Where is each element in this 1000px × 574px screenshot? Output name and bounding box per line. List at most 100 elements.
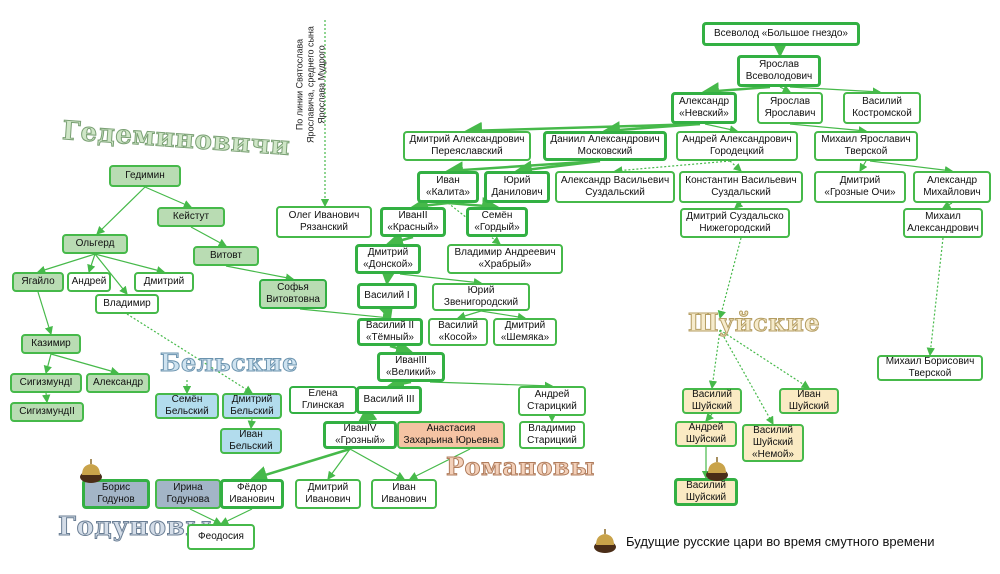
node-yury-danilovich[interactable]: Юрий Данилович [484, 171, 550, 203]
node-vsevolod[interactable]: Всеволод «Большое гнездо» [702, 22, 860, 46]
node-sigismund-1[interactable]: СигизмундI [10, 373, 82, 393]
node-semen-belsky[interactable]: Семён Бельский [155, 393, 219, 419]
node-ivan-2[interactable]: ИванII «Красный» [380, 207, 446, 237]
connector-arrow [447, 197, 500, 215]
connector-arrow [705, 412, 714, 422]
node-ivan-4-grozny[interactable]: ИванIV «Грозный» [323, 421, 397, 449]
connector-arrow [779, 85, 792, 93]
node-alexander-nevsky[interactable]: Александр «Невский» [671, 92, 737, 124]
connector-arrow [789, 86, 882, 96]
node-yaroslav-yaroslavich[interactable]: Ярослав Ярославич [757, 92, 823, 124]
connector-arrow [327, 448, 351, 480]
node-vladimir-staritsky[interactable]: Владимир Старицкий [519, 421, 585, 449]
node-vitovt[interactable]: Витовт [193, 246, 259, 266]
node-vladimir-olgerdovich[interactable]: Владимир [95, 294, 159, 314]
crown-icon [594, 529, 616, 553]
node-sigismund-2[interactable]: СигизмундII [10, 402, 84, 422]
connector-arrow [704, 123, 739, 134]
node-irina-godunova[interactable]: Ирина Годунова [155, 479, 221, 509]
node-alexander-kazimirovich[interactable]: Александр [86, 373, 150, 393]
node-daniil-moskovsky[interactable]: Даниил Александрович Московский [543, 131, 667, 161]
node-yaroslav-vsevolodovich[interactable]: Ярослав Всеволодович [737, 55, 821, 87]
node-ivan-3-veliky[interactable]: ИванIII «Великий» [377, 352, 445, 382]
node-vasily-kostromskoy[interactable]: Василий Костромской [843, 92, 921, 124]
node-feodosia[interactable]: Феодосия [187, 524, 255, 550]
node-fedor-ivanovich[interactable]: Фёдор Иванович [220, 479, 284, 509]
node-ivan-kalita[interactable]: Иван «Калита» [417, 171, 479, 203]
node-konstantin-suzdalsky[interactable]: Константин Васильевич Суздальский [679, 171, 803, 203]
node-ivan-belsky[interactable]: Иван Бельский [220, 428, 282, 454]
node-vasily-shuisky[interactable]: Василий Шуйский [682, 388, 742, 414]
connector-arrow [42, 392, 51, 404]
node-dmitry-donskoy[interactable]: Дмитрий «Донской» [355, 244, 421, 274]
node-dmitry-olgerdovich[interactable]: Дмитрий [134, 272, 194, 292]
node-mikhail-alexandrovich[interactable]: Михаил Александрович [903, 208, 983, 238]
node-vasily-shuisky-tsar[interactable]: Василий Шуйский [674, 478, 738, 506]
connector-arrow [399, 273, 483, 287]
node-dmitry-pereyaslavsky[interactable]: Дмитрий Александрович Переяславский [403, 131, 531, 161]
vertical-note-svyatoslav-line: По линии Святослава Ярославича, среднего… [294, 26, 327, 143]
connector-arrow [456, 310, 482, 320]
connector-arrow [869, 160, 954, 175]
connector-arrow [408, 448, 471, 480]
node-alexander-suzdalsky[interactable]: Александр Васильевич Суздальский [555, 171, 675, 203]
node-alexander-mikhailovich[interactable]: Александр Михайлович [913, 171, 991, 203]
dynasty-title-belskie: Бельские [159, 348, 299, 378]
connector-arrow [50, 353, 120, 376]
connector-arrow [349, 448, 406, 480]
connector-arrow [225, 265, 295, 282]
node-dmitry-belsky[interactable]: Дмитрий Бельский [222, 393, 282, 419]
node-yagailo[interactable]: Ягайло [12, 272, 64, 292]
connector-arrow [701, 82, 771, 100]
node-elena-glinskaya[interactable]: Елена Глинская [289, 386, 357, 414]
connector-arrow [429, 381, 554, 390]
connector-arrow [144, 186, 193, 208]
connector-arrow [190, 226, 228, 247]
node-mikhail-tverskoy[interactable]: Михаил Ярославич Тверской [814, 131, 918, 161]
node-ivan-ivanovich[interactable]: Иван Иванович [371, 479, 437, 509]
node-andrey-shuisky[interactable]: Андрей Шуйский [675, 421, 737, 447]
connector-arrow [37, 291, 53, 336]
node-keistut[interactable]: Кейстут [157, 207, 225, 227]
node-dmitry-shemyaka[interactable]: Дмитрий «Шемяка» [493, 318, 557, 346]
node-andrey-olgerdovich[interactable]: Андрей [67, 272, 111, 292]
node-kazimir[interactable]: Казимир [21, 334, 81, 354]
node-vasily-kosoy[interactable]: Василий «Косой» [428, 318, 488, 346]
connector-arrow [126, 313, 254, 394]
node-boris-godunov[interactable]: Борис Годунов [82, 479, 150, 509]
connector-arrow [94, 253, 128, 295]
node-anastasia-zakharyina[interactable]: Анастасия Захарьина Юрьевна [397, 421, 505, 449]
node-dmitry-suzdal-nizhegorodsky[interactable]: Дмитрий Суздальско Нижегородский [680, 208, 790, 238]
node-ivan-shuisky[interactable]: Иван Шуйский [779, 388, 839, 414]
connector-arrow [299, 308, 392, 322]
dynasty-title-romanovy: Романовы [446, 452, 595, 482]
connector-arrow [376, 301, 394, 321]
crown-icon [706, 457, 728, 481]
node-oleg-ryazansky[interactable]: Олег Иванович Рязанский [276, 206, 372, 238]
node-gedimin[interactable]: Гедимин [109, 165, 181, 187]
connector-arrow [514, 159, 601, 178]
node-vasily-1[interactable]: Василий I [357, 283, 417, 309]
node-dmitry-groznye-ochi[interactable]: Дмитрий «Грозные Очи» [814, 171, 906, 203]
node-vladimir-hrabry[interactable]: Владимир Андреевич «Храбрый» [447, 244, 563, 274]
connector-arrow [717, 237, 742, 320]
node-olgerd[interactable]: Ольгерд [62, 234, 128, 254]
node-yury-zvenigorodsky[interactable]: Юрий Звенигородский [432, 283, 530, 311]
node-semen-gordy[interactable]: Семён «Гордый» [466, 207, 528, 237]
node-mikhail-borisovich-tverskoy[interactable]: Михаил Борисович Тверской [877, 355, 983, 381]
node-vasily-shuisky-nemoy[interactable]: Василий Шуйский «Немой» [742, 424, 804, 462]
node-andrey-staritsky[interactable]: Андрей Старицкий [518, 386, 586, 416]
node-sofia-vitovtovna[interactable]: Софья Витовтовна [259, 279, 327, 309]
connector-arrow [719, 329, 811, 389]
connector-arrow [247, 418, 256, 430]
connector-arrow [708, 329, 721, 390]
connector-arrow [729, 160, 742, 172]
node-andrey-gorodetsky[interactable]: Андрей Александрович Городецкий [676, 131, 798, 161]
node-dmitry-ivanovich[interactable]: Дмитрий Иванович [295, 479, 361, 509]
connector-arrow [385, 231, 414, 249]
node-vasily-2-temny[interactable]: Василий II «Тёмный» [357, 318, 423, 346]
connector-arrow [464, 121, 701, 140]
node-vasily-3[interactable]: Василий III [356, 386, 422, 414]
